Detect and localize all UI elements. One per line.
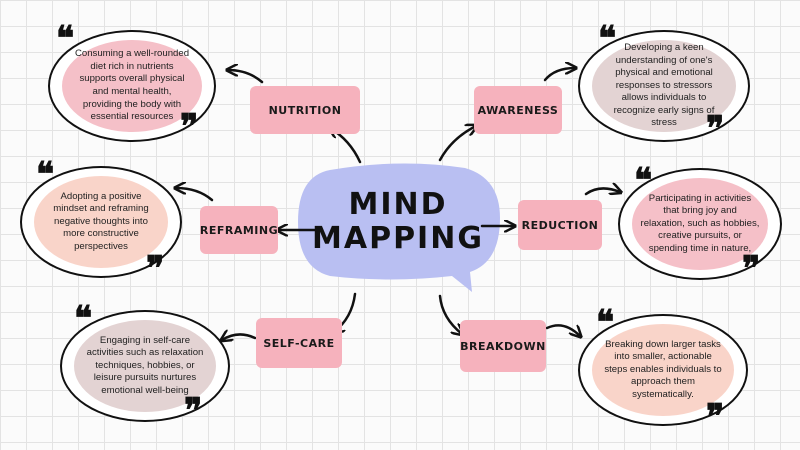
bubble-text: Adopting a positive mindset and reframin… [53, 190, 149, 252]
quote-close-icon: ❞ [742, 249, 761, 289]
quote-close-icon: ❞ [180, 107, 199, 147]
arrow-nutrition-bubble [228, 70, 264, 84]
bubble-fill [34, 176, 168, 268]
node-label: AWARENESS [477, 103, 559, 117]
bubble-fill [62, 40, 202, 132]
arrow-selfcare-bubble [222, 334, 257, 340]
node-label: SELF-CARE [263, 336, 335, 350]
title-line-1: MIND [348, 187, 448, 222]
bubble-text: Breaking down larger tasks into smaller,… [604, 338, 722, 400]
central-topic: MIND MAPPING [298, 168, 498, 276]
bubble-text: Consuming a well-rounded diet rich in nu… [74, 48, 190, 123]
center-blob [298, 163, 500, 292]
bubble-text: Developing a keen understanding of one's… [613, 41, 715, 129]
bubble-text: Engaging in self-care activities such as… [86, 334, 204, 396]
bubble-nutrition: Consuming a well-rounded diet rich in nu… [48, 22, 216, 147]
quote-close-icon: ❞ [146, 249, 165, 289]
arrow-reduction-bubble [584, 188, 620, 194]
arrow-awareness-bubble [543, 68, 575, 82]
node-label: REDUCTION [521, 218, 599, 232]
bubble-reframing: Adopting a positive mindset and reframin… [20, 158, 182, 286]
node-nutrition: NUTRITION [250, 86, 360, 134]
arrow-center-awareness [438, 126, 476, 162]
node-reduction: REDUCTION [518, 200, 602, 250]
arrow-breakdown-bubble [545, 324, 580, 336]
bubble-text: Participating in activities that bring j… [640, 192, 760, 254]
bubble-fill [592, 40, 736, 132]
bubble-fill [592, 324, 734, 416]
quote-close-icon: ❞ [706, 109, 725, 149]
bubble-fill [74, 320, 216, 412]
bubble-breakdown: Breaking down larger tasks into smaller,… [578, 306, 748, 434]
node-label: BREAKDOWN [460, 339, 546, 353]
bubble-fill [632, 178, 768, 270]
quote-open-icon: ❝ [634, 161, 653, 201]
node-label: NUTRITION [268, 103, 342, 117]
quote-open-icon: ❝ [598, 19, 617, 59]
node-label: REFRAMING [199, 223, 279, 237]
quote-close-icon: ❞ [184, 391, 203, 431]
bubble-awareness: Developing a keen understanding of one's… [578, 22, 750, 146]
bubble-reduction: Participating in activities that bring j… [618, 164, 782, 286]
quote-open-icon: ❝ [596, 303, 615, 343]
node-awareness: AWARENESS [474, 86, 562, 134]
node-reframing: REFRAMING [200, 206, 278, 254]
quote-open-icon: ❝ [56, 19, 75, 59]
arrow-reframing-bubble [176, 188, 214, 202]
arrow-center-breakdown [438, 294, 462, 334]
quote-close-icon: ❞ [706, 397, 725, 437]
bubble-selfcare: Engaging in self-care activities such as… [60, 302, 230, 428]
node-selfcare: SELF-CARE [256, 318, 342, 368]
title-line-2: MAPPING [312, 221, 484, 256]
quote-open-icon: ❝ [36, 155, 55, 195]
node-breakdown: BREAKDOWN [460, 320, 546, 372]
quote-open-icon: ❝ [74, 299, 93, 339]
